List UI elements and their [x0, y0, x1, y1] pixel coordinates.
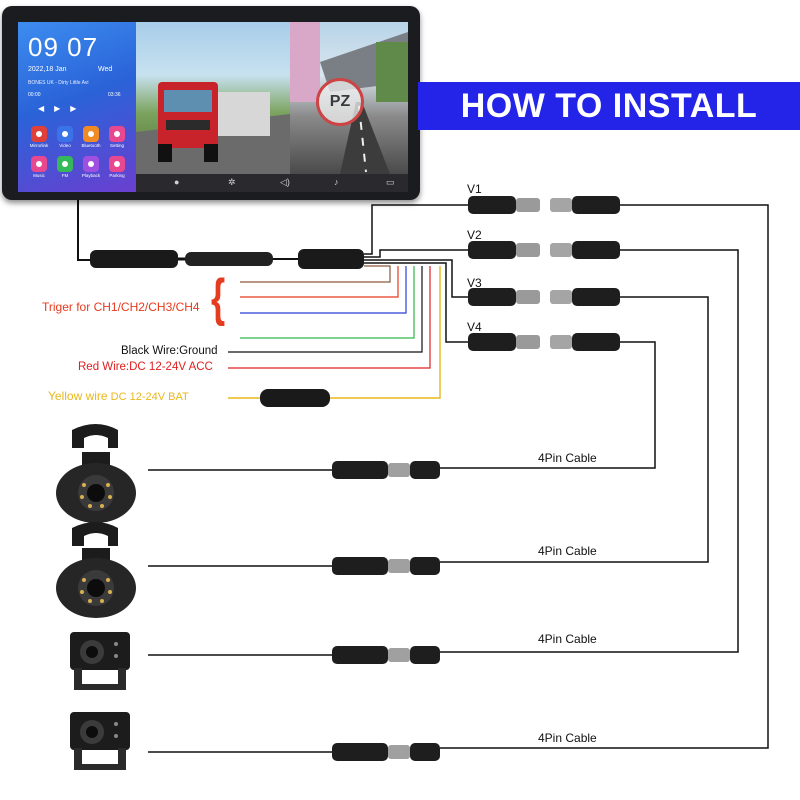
bat-label: Yellow wire DC 12-24V BAT	[48, 389, 189, 403]
clock: 09 07	[28, 32, 99, 62]
main-connector-1	[90, 250, 178, 268]
media-controls[interactable]: ◀▶▶	[38, 104, 87, 113]
radio-icon	[57, 156, 73, 172]
app-video[interactable]: Video	[54, 126, 76, 148]
parking-icon	[109, 156, 125, 172]
brace-icon: {	[211, 269, 226, 327]
app-fm[interactable]: FM	[54, 156, 76, 178]
truck-image	[136, 82, 290, 174]
fuse-holder	[260, 389, 330, 407]
trigger-wire-3	[240, 266, 407, 314]
dome-camera-2	[56, 522, 136, 618]
channel-label-v1: V1	[467, 182, 482, 196]
app-playback[interactable]: Playback	[80, 156, 102, 178]
app-music[interactable]: Music	[28, 156, 50, 178]
app-bluetooth[interactable]: Bluetooth	[80, 126, 102, 148]
settings-icon[interactable]: ✲	[228, 177, 236, 187]
volume-icon[interactable]: ◁)	[280, 177, 290, 187]
monitor-main-cable	[77, 200, 90, 261]
ground-wire	[228, 266, 423, 353]
video-connector-v4	[468, 333, 620, 351]
app-parking[interactable]: Parking	[106, 156, 128, 178]
app-mirrorlink[interactable]: Mirrorlink	[28, 126, 50, 148]
trigger-wire-4	[240, 266, 415, 339]
video-icon	[57, 126, 73, 142]
monitor-screen: 09 07 2022,18 Jan Wed BONES UK - Dirty L…	[18, 22, 408, 192]
dome-camera-1	[56, 424, 136, 523]
cable-label-1: 4Pin Cable	[538, 451, 597, 465]
cable-label-4: 4Pin Cable	[538, 731, 597, 745]
camera-connector-2	[148, 557, 440, 575]
acc-label: Red Wire:DC 12-24V ACC	[78, 361, 213, 373]
cable-label-2: 4Pin Cable	[538, 544, 597, 558]
video-connector-v3	[468, 288, 620, 306]
home-panel: 09 07 2022,18 Jan Wed BONES UK - Dirty L…	[18, 22, 136, 192]
video-connector-v1	[468, 196, 620, 214]
acc-wire	[228, 266, 431, 369]
main-connector-2	[185, 252, 273, 266]
truck-camera-view	[136, 22, 290, 174]
video-connector-v2	[468, 241, 620, 259]
channel-label-v4: V4	[467, 320, 482, 334]
camera-connector-3	[148, 646, 440, 664]
box-camera-1	[70, 632, 130, 690]
bluetooth-icon	[83, 126, 99, 142]
mirrorlink-icon	[31, 126, 47, 142]
ground-label: Black Wire:Ground	[121, 345, 218, 357]
monitor: 09 07 2022,18 Jan Wed BONES UK - Dirty L…	[2, 6, 420, 200]
trigger-label: Triger for CH1/CH2/CH3/CH4	[42, 300, 200, 314]
app-setting[interactable]: Setting	[106, 126, 128, 148]
song-title: BONES UK - Dirty Little Avi	[28, 80, 89, 86]
banner-title: HOW TO INSTALL	[460, 87, 758, 125]
box-camera-2	[70, 712, 130, 770]
harness-connector	[298, 249, 364, 269]
cable-label-3: 4Pin Cable	[538, 632, 597, 646]
playback-icon	[83, 156, 99, 172]
gear-icon	[109, 126, 125, 142]
camera-connector-4	[148, 743, 440, 761]
mic-icon[interactable]: ♪	[334, 177, 339, 187]
trigger-wire-1	[240, 265, 391, 283]
brand-logo: PZ	[316, 78, 364, 126]
weekday: Wed	[98, 66, 113, 73]
progress-start: 00:00	[28, 92, 41, 98]
music-icon	[31, 156, 47, 172]
camera-connector-1	[148, 461, 440, 479]
banner: HOW TO INSTALL	[418, 82, 800, 130]
record-icon[interactable]: ●	[174, 177, 180, 187]
channel-label-v3: V3	[467, 276, 482, 290]
screen-toolbar: ● ✲ ◁) ♪ ▭	[136, 174, 408, 192]
trigger-wire-2	[240, 266, 399, 298]
channel-label-v2: V2	[467, 228, 482, 242]
window-icon[interactable]: ▭	[386, 177, 395, 187]
date: 2022,18 Jan	[28, 66, 67, 73]
progress-end: 03:36	[108, 92, 121, 98]
